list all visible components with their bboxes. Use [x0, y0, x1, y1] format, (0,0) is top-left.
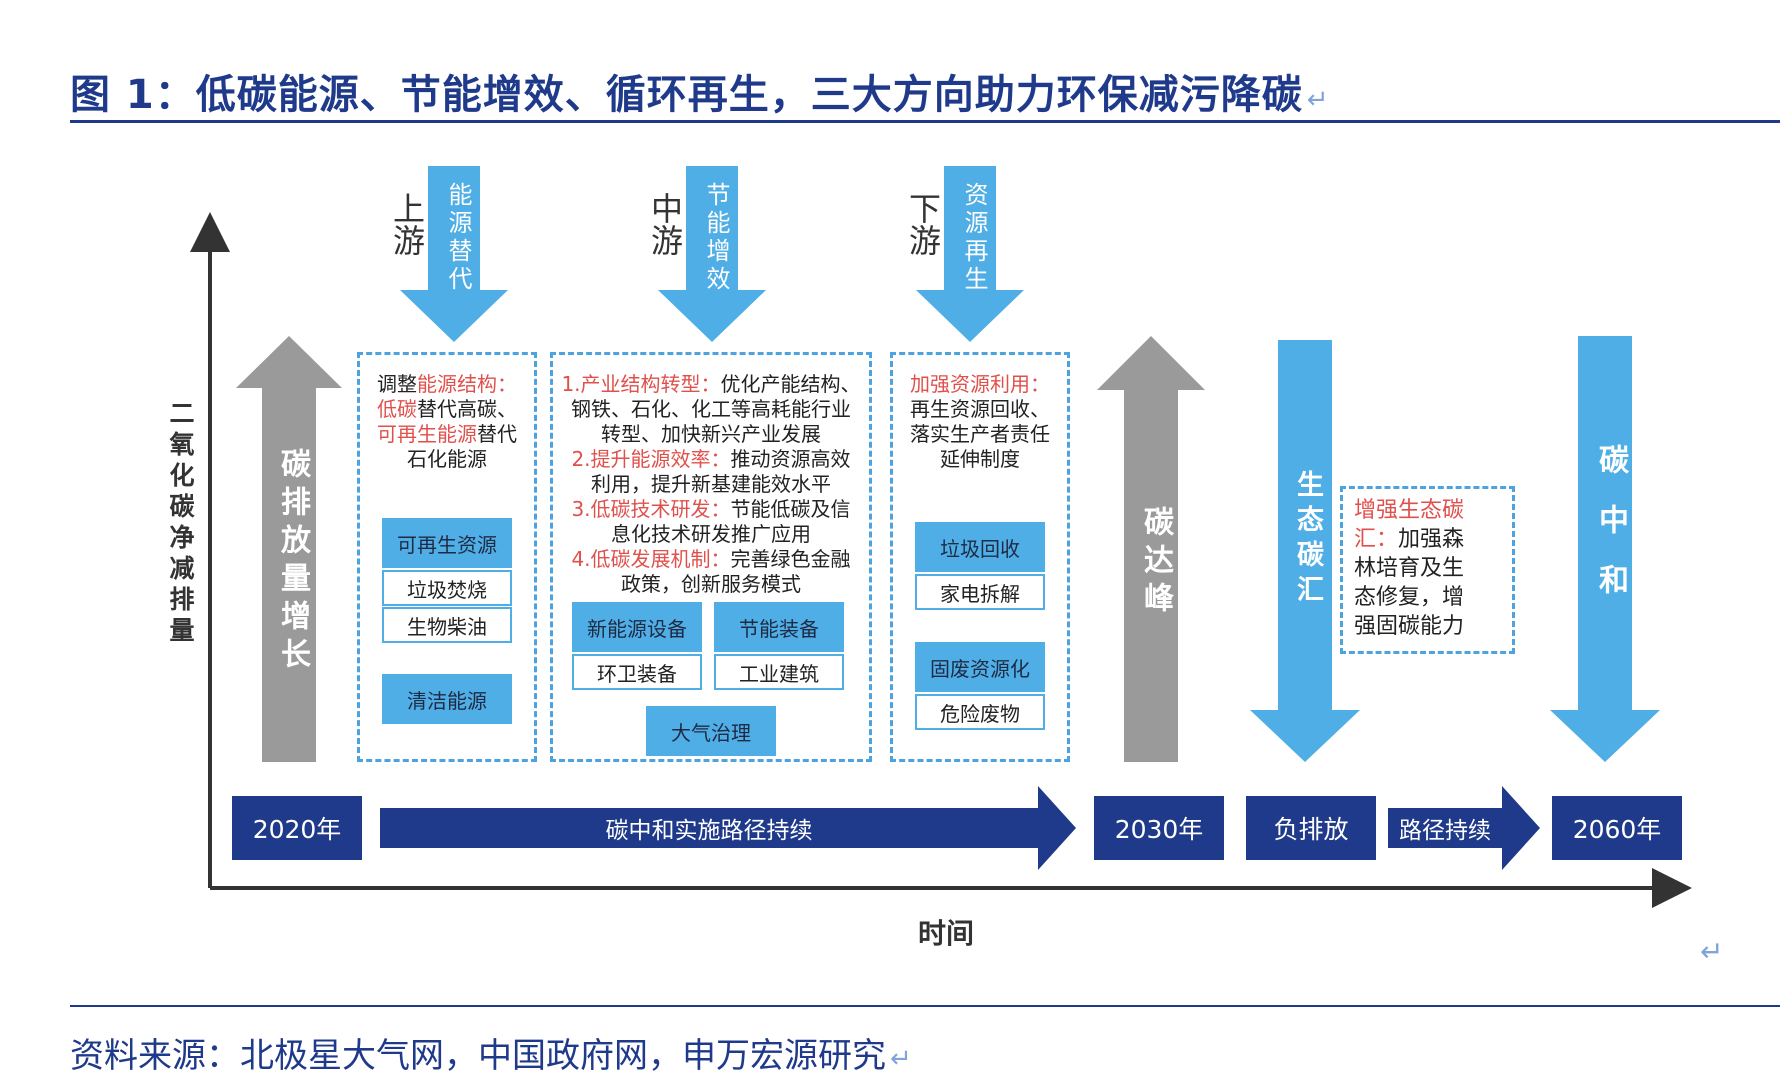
sanitation-equipment-button: 环卫装备: [572, 654, 702, 690]
stage-downstream: 下游: [904, 192, 942, 256]
figure-title: 图 1：低碳能源、节能增效、循环再生，三大方向助力环保减污降碳↵: [70, 72, 1330, 118]
stage-downstream-arrow-label: 资源再生: [960, 182, 988, 294]
year-2020-box: 2020年: [232, 796, 362, 860]
clean-energy-button: 清洁能源: [382, 674, 512, 724]
source-return-mark: ↵: [890, 1044, 912, 1074]
carbon-sink-box: [1340, 486, 1515, 654]
carbon-neutral-arrow: [1550, 336, 1660, 762]
title-rule: [70, 120, 1780, 123]
x-axis-label: 时间: [918, 917, 975, 950]
appliance-dismantling-button: 家电拆解: [915, 574, 1045, 610]
industrial-building-button: 工业建筑: [714, 654, 844, 690]
midstream-text: 1.产业结构转型：优化产能结构、 钢铁、石化、化工等高耗能行业 转型、加快新兴产…: [561, 372, 861, 596]
year-2030-box: 2030年: [1094, 796, 1224, 860]
efficiency-arrow: [658, 166, 766, 342]
path-arrow: [380, 786, 1076, 870]
carbon-sink-label: 生态碳汇: [1292, 470, 1323, 610]
downstream-text: 加强资源利用： 再生资源回收、 落实生产者责任 延伸制度: [910, 372, 1050, 471]
source-rule: [70, 1005, 1780, 1007]
hazardous-waste-button: 危险废物: [915, 694, 1045, 730]
biodiesel-button: 生物柴油: [382, 607, 512, 643]
upstream-box: [357, 352, 537, 762]
solid-waste-button: 固废资源化: [915, 642, 1045, 692]
peak-label: 碳达峰: [1138, 506, 1173, 620]
emission-growth-arrow: [236, 336, 342, 762]
downstream-box: [890, 352, 1070, 762]
carbon-sink-text: 增强生态碳 汇：加强森 林培育及生 态修复，增 强固碳能力: [1354, 498, 1465, 639]
stage-midstream-arrow-label: 节能增效: [702, 182, 730, 294]
continue-arrow-label: 路径持续: [1399, 818, 1491, 844]
air-treatment-button: 大气治理: [646, 706, 776, 756]
emission-growth-label: 碳排放量增长: [275, 448, 310, 676]
energy-saving-equipment-button: 节能装备: [714, 602, 844, 652]
stage-upstream: 上游: [388, 192, 426, 256]
stage-upstream-arrow-label: 能源替代: [444, 182, 472, 294]
recycling-arrow: [916, 166, 1024, 342]
return-mark: ↵: [1306, 85, 1330, 115]
year-2060-box: 2060年: [1552, 796, 1682, 860]
energy-substitution-arrow: [400, 166, 508, 342]
carbon-neutral-label: 碳中和: [1593, 444, 1628, 624]
negative-emission-box: 负排放: [1246, 796, 1376, 860]
waste-recycling-button: 垃圾回收: [915, 522, 1045, 572]
carbon-sink-arrow: [1250, 340, 1360, 762]
path-arrow-label: 碳中和实施路径持续: [605, 818, 813, 844]
waste-incineration-button: 垃圾焚烧: [382, 570, 512, 606]
source-note: 资料来源：北极星大气网，中国政府网，申万宏源研究↵: [70, 1036, 912, 1076]
midstream-box: [550, 352, 872, 762]
new-energy-equipment-button: 新能源设备: [572, 602, 702, 652]
y-axis-label: 二氧化碳净减排量: [166, 400, 195, 648]
renewable-resource-button: 可再生资源: [382, 518, 512, 568]
upstream-text: 调整能源结构： 低碳替代高碳、 可再生能源替代 石化能源: [377, 372, 517, 471]
continue-arrow: [1388, 786, 1540, 870]
return-mark-lone: ↵: [1700, 935, 1724, 968]
peak-arrow: [1097, 336, 1205, 762]
stage-midstream: 中游: [646, 192, 684, 256]
